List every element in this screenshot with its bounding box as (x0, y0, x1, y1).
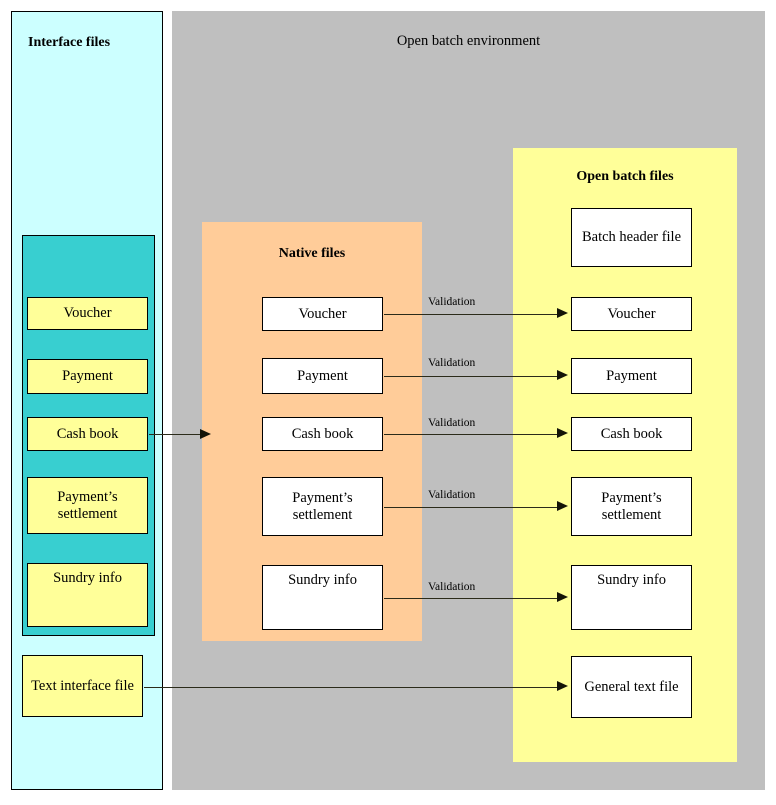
arrow-text-interface-to-general-text (144, 687, 561, 688)
node-label: Cash book (291, 425, 354, 442)
node-label: Text interface file (31, 677, 134, 694)
interface-files-title: Interface files (28, 35, 111, 50)
openbatch-node-voucher[interactable]: Voucher (571, 297, 692, 331)
interface-node-text-interface-file[interactable]: Text interface file (22, 655, 143, 717)
arrow-head-interface-to-native (200, 429, 211, 439)
node-label: Payment (297, 367, 348, 384)
arrow-cash-book-validation (384, 434, 561, 435)
node-label: Voucher (607, 305, 656, 322)
arrow-head-text-interface-to-general-text (557, 681, 568, 691)
arrow-label-validation-cash-book: Validation (428, 417, 476, 429)
openbatch-node-batch-header-file[interactable]: Batch header file (571, 208, 692, 267)
node-label: Sundry info (597, 572, 666, 588)
native-node-cash-book[interactable]: Cash book (262, 417, 383, 451)
arrow-interface-to-native (149, 434, 204, 435)
openbatch-node-payment[interactable]: Payment (571, 358, 692, 394)
node-label: Sundry info (288, 572, 357, 588)
openbatch-node-general-text-file[interactable]: General text file (571, 656, 692, 718)
node-label: Payment’s settlement (57, 489, 118, 522)
node-label: Payment (606, 367, 657, 384)
arrow-head-payments-settlement-validation (557, 501, 568, 511)
interface-node-cash-book[interactable]: Cash book (27, 417, 148, 451)
node-label: Voucher (63, 305, 112, 322)
openbatch-node-sundry-info[interactable]: Sundry info (571, 565, 692, 630)
interface-node-payments-settlement[interactable]: Payment’s settlement (27, 477, 148, 534)
arrow-sundry-info-validation (384, 598, 561, 599)
arrow-payment-validation (384, 376, 561, 377)
interface-node-voucher[interactable]: Voucher (27, 297, 148, 330)
native-node-payments-settlement[interactable]: Payment’s settlement (262, 477, 383, 536)
openbatch-node-cash-book[interactable]: Cash book (571, 417, 692, 451)
node-label: Cash book (56, 425, 119, 442)
node-label: Payment’s settlement (601, 490, 662, 523)
interface-node-sundry-info[interactable]: Sundry info (27, 563, 148, 627)
node-label: Payment (62, 368, 113, 385)
node-label: Batch header file (581, 229, 682, 246)
native-node-sundry-info[interactable]: Sundry info (262, 565, 383, 630)
node-label: Voucher (298, 305, 347, 322)
arrow-voucher-validation (384, 314, 561, 315)
arrow-head-payment-validation (557, 370, 568, 380)
interface-node-payment[interactable]: Payment (27, 359, 148, 394)
arrow-label-validation-payment: Validation (428, 357, 476, 369)
open-batch-files-title: Open batch files (576, 169, 674, 184)
arrow-head-sundry-info-validation (557, 592, 568, 602)
open-batch-environment-title: Open batch environment (396, 33, 541, 49)
openbatch-node-payments-settlement[interactable]: Payment’s settlement (571, 477, 692, 536)
native-node-voucher[interactable]: Voucher (262, 297, 383, 331)
node-label: Cash book (600, 425, 663, 442)
native-node-payment[interactable]: Payment (262, 358, 383, 394)
arrow-head-cash-book-validation (557, 428, 568, 438)
node-label: General text file (584, 678, 679, 695)
arrow-head-voucher-validation (557, 308, 568, 318)
arrow-label-validation-sundry-info: Validation (428, 581, 476, 593)
arrow-label-validation-payments-settlement: Validation (428, 489, 476, 501)
native-files-title: Native files (278, 246, 346, 261)
arrow-payments-settlement-validation (384, 507, 561, 508)
node-label: Sundry info (53, 570, 122, 586)
arrow-label-validation-voucher: Validation (428, 296, 476, 308)
node-label: Payment’s settlement (292, 490, 353, 523)
